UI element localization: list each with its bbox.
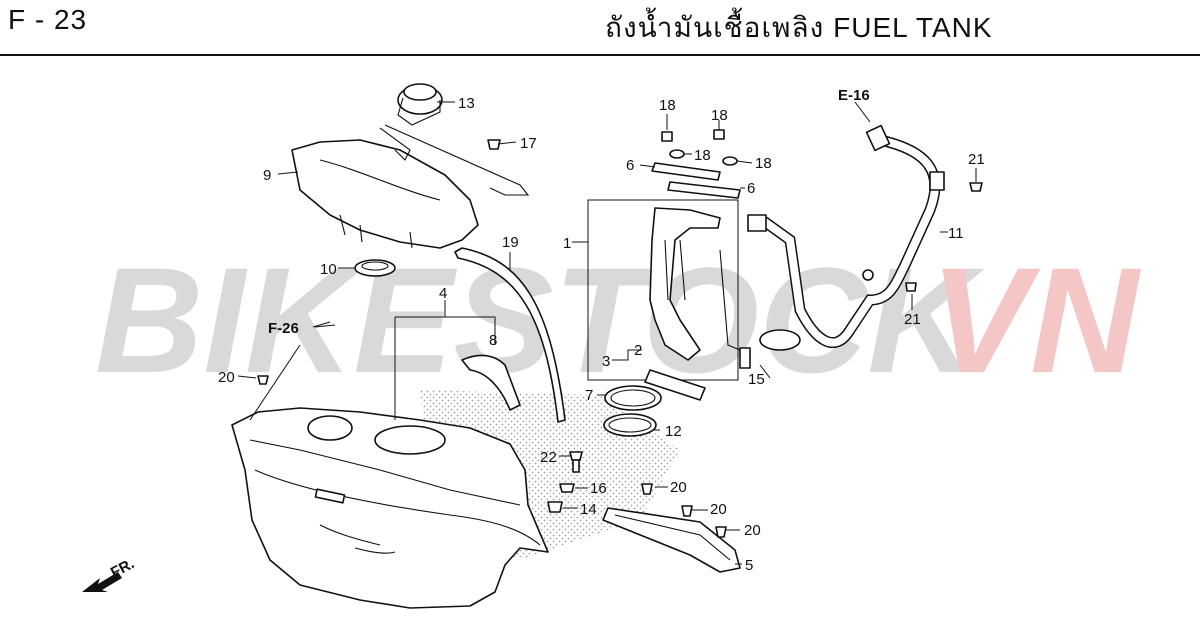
- callout-2: 2: [634, 342, 642, 359]
- callout-8: 8: [489, 332, 497, 349]
- callout-19: 19: [502, 234, 519, 251]
- ref-f26: F-26: [268, 320, 299, 337]
- callout-10: 10: [320, 261, 337, 278]
- fuel-hose: [747, 124, 945, 348]
- front-arrow: FR.: [82, 555, 137, 592]
- callout-13: 13: [458, 95, 475, 112]
- callout-22: 22: [540, 449, 557, 466]
- header-divider: [0, 54, 1200, 56]
- callout-18c: 18: [694, 147, 711, 164]
- fuel-tank: [231, 407, 549, 609]
- grommet: [354, 259, 396, 277]
- watermark: BIKESTOCK VN: [95, 236, 1141, 404]
- callout-18d: 18: [755, 155, 772, 172]
- callout-9: 9: [263, 167, 271, 184]
- callout-21b: 21: [904, 311, 921, 328]
- callout-11: 11: [948, 225, 964, 242]
- callout-20a: 20: [218, 369, 235, 386]
- set-plates: [651, 129, 741, 199]
- leader-lines: [237, 101, 977, 565]
- callout-18b: 18: [711, 107, 728, 124]
- packing-rings: [603, 385, 662, 437]
- callout-3: 3: [602, 353, 610, 370]
- ref-e16: E-16: [838, 87, 870, 104]
- tank-bracket: [602, 507, 741, 573]
- page-header: F - 23 ถังน้ำมันเชื้อเพลิง FUEL TANK: [0, 0, 1200, 56]
- reference-labels: E-16 F-26 FR.: [82, 87, 870, 592]
- callout-6b: 6: [747, 180, 755, 197]
- fuel-pump-assembly: [587, 199, 801, 401]
- fuel-cap: [397, 83, 443, 126]
- tank-cover: [291, 124, 530, 249]
- ref-f26-arrow: [312, 321, 331, 328]
- callout-15: 15: [748, 371, 765, 388]
- bolts: [257, 139, 983, 538]
- callout-18a: 18: [659, 97, 676, 114]
- callout-14: 14: [580, 501, 597, 518]
- callout-6a: 6: [626, 157, 634, 174]
- heat-guard: [461, 354, 521, 411]
- callout-4: 4: [439, 285, 447, 302]
- watermark-accent: VN: [930, 236, 1141, 404]
- callout-12: 12: [665, 423, 682, 440]
- callout-17: 17: [520, 135, 537, 152]
- callout-16: 16: [590, 480, 607, 497]
- callout-20d: 20: [744, 522, 761, 539]
- callout-20b: 20: [670, 479, 687, 496]
- drain-tube: [454, 247, 566, 423]
- page-code: F - 23: [8, 4, 88, 35]
- callout-5: 5: [745, 557, 753, 574]
- callout-1: 1: [563, 235, 571, 252]
- callout-7: 7: [585, 387, 593, 404]
- callouts: 13 17 9 10 19 4 8 20 1 2 3 7 12 22 16 14…: [218, 95, 985, 574]
- page-title: ถังน้ำมันเชื้อเพลิง FUEL TANK: [605, 12, 993, 43]
- callout-20c: 20: [710, 501, 727, 518]
- callout-21a: 21: [968, 151, 985, 168]
